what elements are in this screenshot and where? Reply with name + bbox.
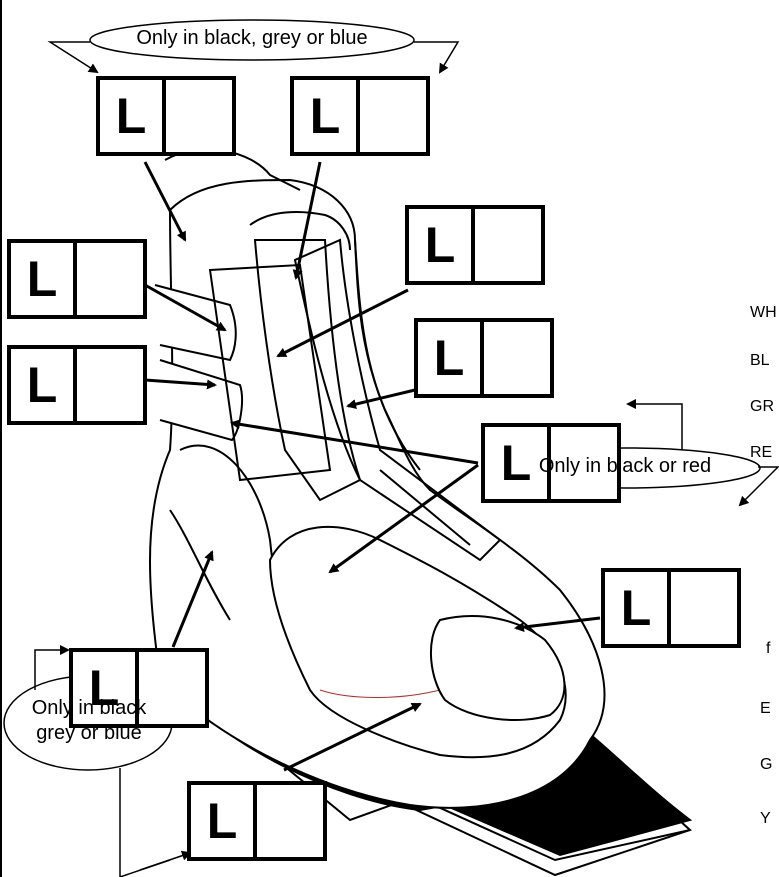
connector-top-right <box>414 42 458 72</box>
color-box-value[interactable] <box>77 243 143 315</box>
legend-label-f: f <box>766 640 770 658</box>
callout-middle-text: Only in black or red <box>495 455 755 478</box>
arrow-top-left <box>145 162 185 240</box>
legend-label-y: Y <box>760 810 771 828</box>
color-box-letter: L <box>100 80 166 152</box>
color-box-top-right[interactable]: L <box>290 76 430 156</box>
color-box-toe-front[interactable]: L <box>187 781 327 861</box>
color-box-value[interactable] <box>475 209 541 281</box>
color-box-value[interactable] <box>166 80 232 152</box>
color-box-value[interactable] <box>77 349 143 421</box>
connector-bottom-arrow <box>140 853 190 870</box>
color-box-strap-upper[interactable]: L <box>7 239 147 319</box>
legend-label-re: RE <box>750 444 772 462</box>
color-box-letter: L <box>191 785 257 857</box>
legend-label-e: E <box>760 700 771 718</box>
connector-top-left <box>50 42 97 72</box>
color-box-side-panel[interactable]: L <box>414 318 554 398</box>
color-box-value[interactable] <box>671 572 737 644</box>
color-box-value[interactable] <box>257 785 323 857</box>
color-box-letter: L <box>418 322 484 394</box>
color-box-value[interactable] <box>484 322 550 394</box>
color-box-tongue[interactable]: L <box>405 205 545 285</box>
callout-bottom-text-line1: Only in black <box>6 697 172 720</box>
color-box-value[interactable] <box>360 80 426 152</box>
color-box-letter: L <box>294 80 360 152</box>
legend-label-gr: GR <box>750 398 774 416</box>
legend-label-g: G <box>760 756 772 774</box>
color-box-letter: L <box>605 572 671 644</box>
color-box-toe-side[interactable]: L <box>601 568 741 648</box>
color-box-letter: L <box>11 243 77 315</box>
connector-middle-left <box>628 404 682 450</box>
connector-bottom-down <box>120 768 170 877</box>
color-box-strap-lower[interactable]: L <box>7 345 147 425</box>
callout-bottom-text-line2: grey or blue <box>6 722 172 745</box>
legend-label-wh: WH <box>750 304 777 322</box>
callout-top-text: Only in black, grey or blue <box>95 27 409 50</box>
color-box-letter: L <box>11 349 77 421</box>
color-box-top-left[interactable]: L <box>96 76 236 156</box>
legend-label-bl: BL <box>750 352 770 370</box>
color-box-letter: L <box>409 209 475 281</box>
